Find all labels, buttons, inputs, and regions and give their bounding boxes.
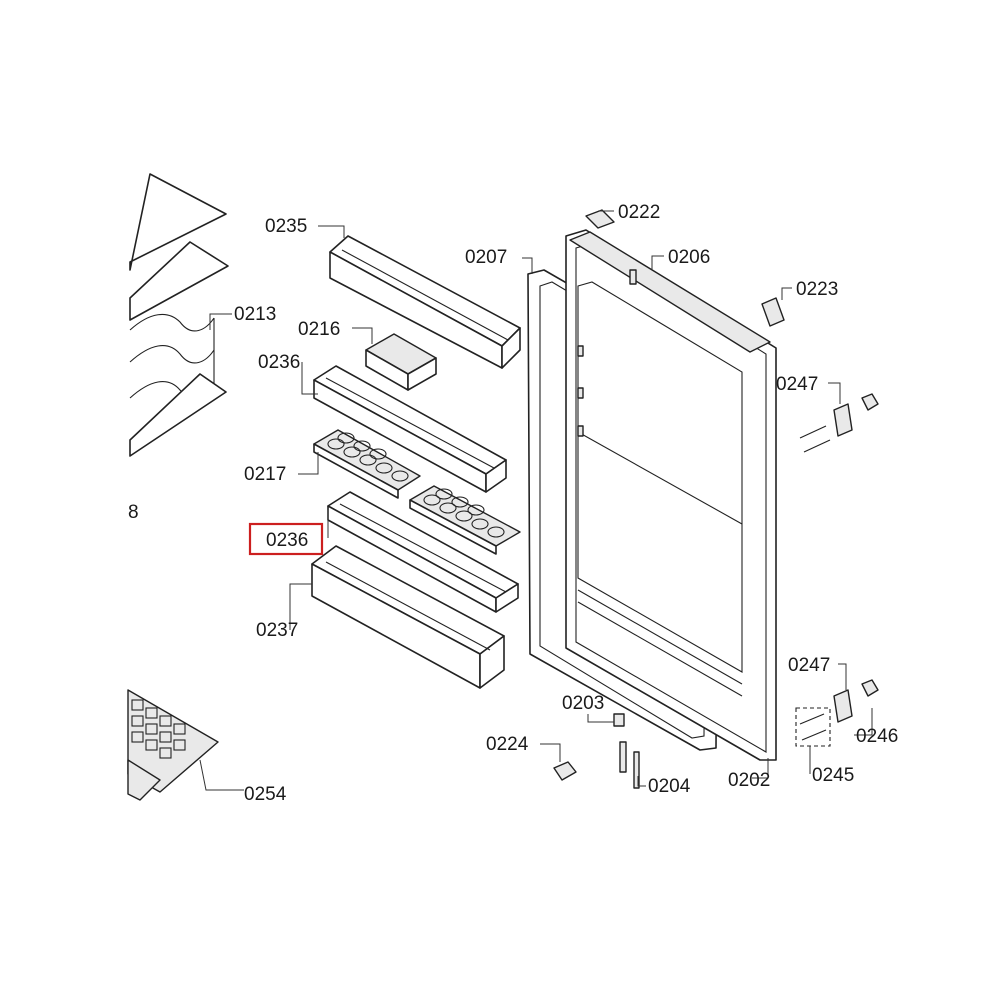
glass-shelves [129,173,229,457]
label-0204[interactable]: 0204 [648,776,691,797]
label-0245[interactable]: 0245 [812,765,854,786]
door-top-cover-0206 [569,231,771,353]
label-0223[interactable]: 0223 [796,279,838,300]
label-0213[interactable]: 0213 [234,304,276,325]
label-0237[interactable]: 0237 [256,620,298,641]
label-0203[interactable]: 0203 [562,693,604,714]
label-0217[interactable]: 0217 [244,464,286,485]
door-rack-0235 [329,235,521,369]
bolts-0204 [619,741,640,789]
hardware-0223 [761,297,785,327]
label-0216[interactable]: 0216 [298,319,340,340]
hardware-0222 [585,209,615,229]
highlight-box [248,522,324,556]
door-rack-0236-upper [313,365,507,493]
door-rack-0237 [311,545,505,689]
label-0222[interactable]: 0222 [618,202,660,223]
leader-lines [199,210,873,791]
hinge-0247-bottom [833,679,879,723]
screws-0245 [795,707,831,747]
label-0224[interactable]: 0224 [486,734,529,755]
label-8[interactable]: 8 [128,502,139,523]
label-0254[interactable]: 0254 [244,784,287,805]
label-0202[interactable]: 0202 [728,770,770,791]
label-0247-bottom[interactable]: 0247 [788,655,830,676]
label-0235[interactable]: 0235 [265,216,307,237]
part-labels: 0235 0213 0216 0236 0217 8 0236 0237 025… [128,202,898,805]
label-0206[interactable]: 0206 [668,247,710,268]
egg-tray-0217-right [409,485,521,555]
nut-0224 [553,761,577,781]
label-0236-top[interactable]: 0236 [258,352,300,373]
pin-0203 [613,713,625,727]
ice-tray [127,689,219,801]
butter-box-0216 [365,333,437,391]
hinge-0247-top [799,393,879,453]
label-0247-top[interactable]: 0247 [776,374,818,395]
egg-tray-0217-left [313,429,421,499]
label-0236-selected[interactable]: 0236 [266,530,308,551]
label-0246[interactable]: 0246 [856,726,898,747]
label-0207[interactable]: 0207 [465,247,507,268]
